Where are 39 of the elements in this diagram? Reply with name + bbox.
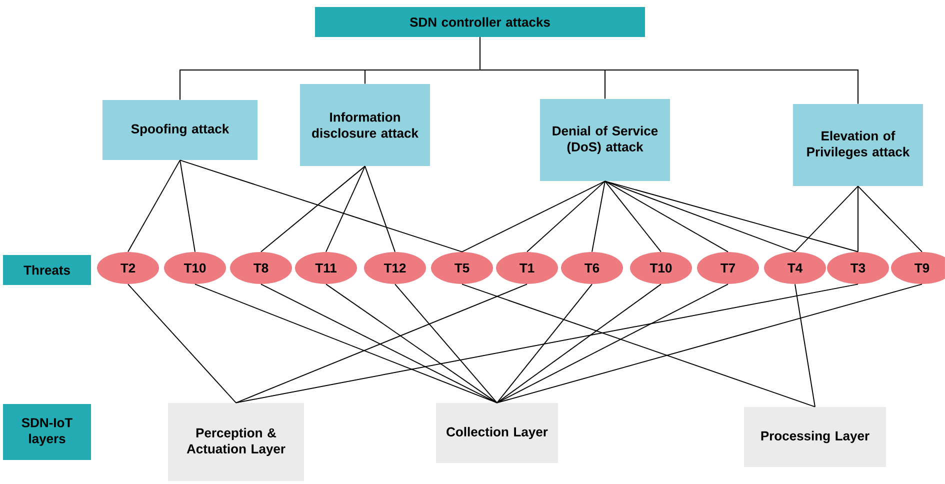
connector-line — [180, 160, 196, 252]
attack-box: Information disclosure attack — [300, 84, 430, 166]
connector-line — [604, 180, 728, 252]
layer-box: Collection Layer — [436, 402, 558, 463]
connector-line — [260, 166, 366, 252]
connector-line — [462, 284, 816, 408]
connector-line — [604, 180, 858, 252]
connector-line — [496, 284, 922, 404]
connector-line — [326, 166, 366, 252]
connector-line — [128, 160, 180, 252]
connector-line — [794, 284, 816, 408]
connector-line — [194, 284, 498, 404]
connector-line — [260, 284, 498, 404]
connector-line — [128, 284, 236, 404]
attack-box: Elevation of Privileges attack — [793, 104, 923, 186]
connector-line — [604, 180, 662, 252]
connector-line — [236, 284, 858, 404]
tree-connector — [480, 36, 858, 104]
layer-box: Processing Layer — [744, 406, 886, 467]
connector-line — [526, 180, 606, 252]
row-label-box: SDN-IoT layers — [3, 404, 91, 460]
connector-line — [496, 284, 662, 404]
connector-line — [592, 180, 606, 252]
row-label-box: Threats — [3, 255, 91, 285]
connector-line — [394, 284, 498, 404]
connector-line — [326, 284, 498, 404]
attack-box: Spoofing attack — [102, 100, 258, 160]
connector-line — [462, 180, 606, 252]
connector-line — [604, 180, 796, 252]
layer-box: Perception & Actuation Layer — [168, 402, 304, 481]
connector-line — [858, 186, 922, 252]
attack-box: Denial of Service (DoS) attack — [540, 99, 670, 181]
connector-line — [236, 284, 528, 404]
connector-line — [496, 284, 592, 404]
connector-line — [364, 166, 396, 252]
connector-line — [496, 284, 728, 404]
connector-line — [794, 186, 858, 252]
title-box: SDN controller attacks — [315, 7, 645, 37]
connector-line — [180, 160, 462, 252]
